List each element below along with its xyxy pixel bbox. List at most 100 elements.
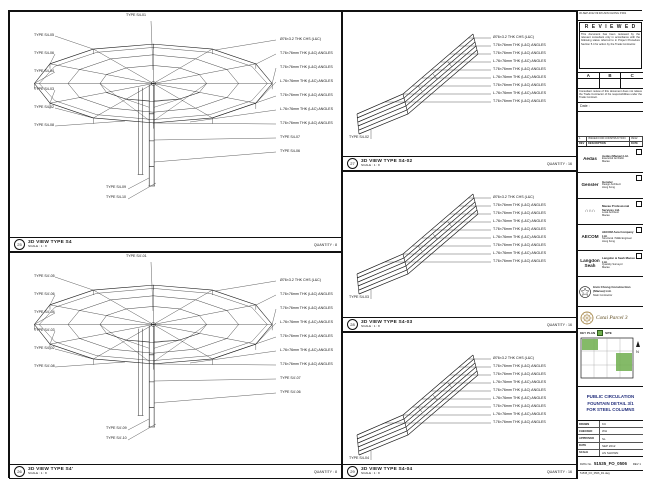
consultant-logo: Langdon Seah [580, 258, 600, 268]
consultant-role: Design Architect [602, 183, 621, 187]
consultant-address: Macau [602, 265, 610, 269]
north-label: N [636, 349, 639, 354]
signoff-row: CHECKED WH [578, 428, 643, 436]
revision-rows: 1 ISSUED FOR CONSTRUCTION 09/12 [578, 135, 643, 141]
revision-header: REV DESCRIPTION DATE [578, 140, 643, 146]
reviewed-body-text: This document has been reviewed by the r… [581, 33, 640, 46]
status-col-b: B [599, 73, 622, 79]
structure-3d-wireframe [10, 253, 341, 464]
beam-3d-wireframe [356, 33, 492, 140]
view-caption: 29 3D VIEW TYPE S4-04 SCALE : 1 : 8 QUAN… [343, 464, 576, 478]
consultant-name: Langdon & Seah Macau Ltd. [602, 257, 635, 264]
consultant-name: AECOM Asia Company Ltd. [602, 231, 634, 238]
dwg-no-label: DWG No. [580, 461, 592, 466]
consultant-block: Aedas Aedas (Macau) Ltd. Executive Archi… [578, 147, 643, 173]
field-value: AS SHOWN [602, 450, 619, 455]
consultant-info: Macau Professional Services Ltd. Local A… [602, 205, 635, 218]
view-panel-s4-04: Ø76×3.2 THK CHS (L&C)T.76×76mm THK (L&C)… [342, 332, 577, 479]
dwg-revision: REV 1 [632, 461, 641, 466]
view-panel-s4-03: Ø76×3.2 THK CHS (L&C)T.76×76mm THK (L&C)… [342, 171, 577, 332]
status-cell-a [578, 79, 600, 88]
consultant-address: Macau [602, 160, 610, 164]
dwg-number: 51535_FO_0506 [593, 461, 627, 466]
drawing-title-line-2: FOUNTAIN DETAIL 3/1 [587, 400, 634, 406]
view-caption: 25 3D VIEW TYPE S4 SCALE : 1 : 8 QUANTIT… [10, 237, 341, 251]
checkbox [636, 201, 642, 207]
consultant-role: Quantity Surveyor [602, 262, 623, 266]
key-plan-label: KEY PLAN [580, 331, 596, 335]
view-quantity: QUANTITY : 8 [313, 469, 337, 474]
review-status-table: A B C [578, 73, 643, 89]
view-quantity: QUANTITY : 16 [546, 161, 572, 166]
field-label: SCALE [578, 449, 600, 456]
consultant-info: Gensler Design Architect Hong Kong [602, 181, 635, 190]
rev-col-description: DESCRIPTION [587, 141, 630, 146]
consultant-info: Langdon & Seah Macau Ltd. Quantity Surve… [602, 257, 635, 270]
reviewed-box: R E V I E W E D This document has been r… [579, 22, 642, 69]
view-scale: SCALE : 1 : 8 [28, 244, 47, 249]
checkbox [636, 253, 642, 259]
consultant-list: Aedas Aedas (Macau) Ltd. Executive Archi… [578, 147, 643, 277]
contractor-seal-icon [579, 285, 591, 298]
rev-date: 09/12 [630, 136, 643, 141]
checkbox [636, 175, 642, 181]
signoff-fields: DRAWN KC CHECKED WH APPROVED SL DAT [578, 421, 643, 457]
view-quantity: QUANTITY : 16 [546, 469, 572, 474]
field-label: APPROVED [578, 435, 600, 442]
rev-description: ISSUED FOR CONSTRUCTION [587, 136, 630, 141]
date-label: Date : [580, 104, 590, 108]
rev-col-date: DATE [630, 141, 643, 146]
drawing-number-row: DWG No. 51535_FO_0506 REV 1 [578, 457, 643, 471]
view-number-badge: 26 [14, 466, 25, 477]
field-value: SL [602, 436, 606, 441]
consultant-address: Macau [602, 213, 610, 217]
consultant-logo: Aedas [583, 157, 597, 162]
field-label: DRAWN [578, 421, 600, 428]
view-scale: SCALE : 1 : 8 [361, 163, 380, 168]
status-cell-c [621, 79, 643, 88]
view-scale: SCALE : 1 : 8 [28, 471, 47, 476]
status-cell-b [600, 79, 622, 88]
view-quantity: QUANTITY : 16 [546, 322, 572, 327]
signoff-row: SCALE AS SHOWN [578, 449, 643, 456]
field-value: KC [602, 422, 607, 427]
view-title: 3D VIEW TYPE S4-03 [361, 320, 413, 326]
consultant-block: ∩∩∩ Macau Professional Services Ltd. Loc… [578, 199, 643, 225]
consultant-info: Aedas (Macau) Ltd. Executive Architect M… [602, 155, 635, 164]
view-title: 3D VIEW TYPE S4' [28, 467, 74, 473]
view-number-badge: 29 [347, 466, 358, 477]
drawing-title-line-3: FOR STEEL COLUMNS [586, 407, 635, 413]
file-name-line: 51535_FO_0506_R1.dwg [580, 472, 610, 475]
consultant-name: Gensler [602, 180, 613, 184]
key-plan-map: N [580, 337, 640, 379]
consultant-logo: Gensler [581, 183, 599, 188]
rev-no: 1 [578, 136, 587, 141]
contractor-name: Hsin Chong Construction (Macau) Ltd. [593, 285, 631, 293]
view-panel-s4-02: Ø76×3.2 THK CHS (L&C)T.76×76mm THK (L&C)… [342, 11, 577, 171]
reviewed-title: R E V I E W E D [580, 23, 641, 32]
signoff-row: APPROVED SL [578, 435, 643, 443]
consultant-block: AECOM AECOM Asia Company Ltd. Structural… [578, 225, 643, 251]
consultant-info: AECOM Asia Company Ltd. Structural / M&E… [602, 231, 635, 244]
field-value: SEP 2012 [602, 443, 616, 448]
consultant-logo: AECOM [581, 235, 599, 240]
consultant-name: Macau Professional Services Ltd. [602, 205, 630, 212]
site-legend-label: SITE [605, 331, 612, 335]
field-label: CHECKED [578, 428, 600, 435]
cotai-emblem-icon [580, 311, 594, 324]
view-caption: 26 3D VIEW TYPE S4' SCALE : 1 : 8 QUANTI… [10, 464, 341, 478]
view-scale: SCALE : 1 : 8 [361, 471, 380, 476]
checkbox [636, 149, 642, 155]
view-quantity: QUANTITY : 8 [313, 242, 337, 247]
view-number-badge: 28 [347, 319, 358, 330]
contractor-block: Hsin Chong Construction (Macau) Ltd. Mai… [578, 277, 643, 307]
revision-row: 1 ISSUED FOR CONSTRUCTION 09/12 [578, 135, 643, 141]
beam-3d-wireframe [356, 193, 492, 300]
fax-stamp: 30-SEP-2012 09:48 HSIN CHONG P.001 [578, 11, 643, 21]
consultant-name: Aedas (Macau) Ltd. [602, 154, 629, 158]
signoff-row: DRAWN KC [578, 421, 643, 429]
consultant-logo: ∩∩∩ [585, 209, 595, 214]
